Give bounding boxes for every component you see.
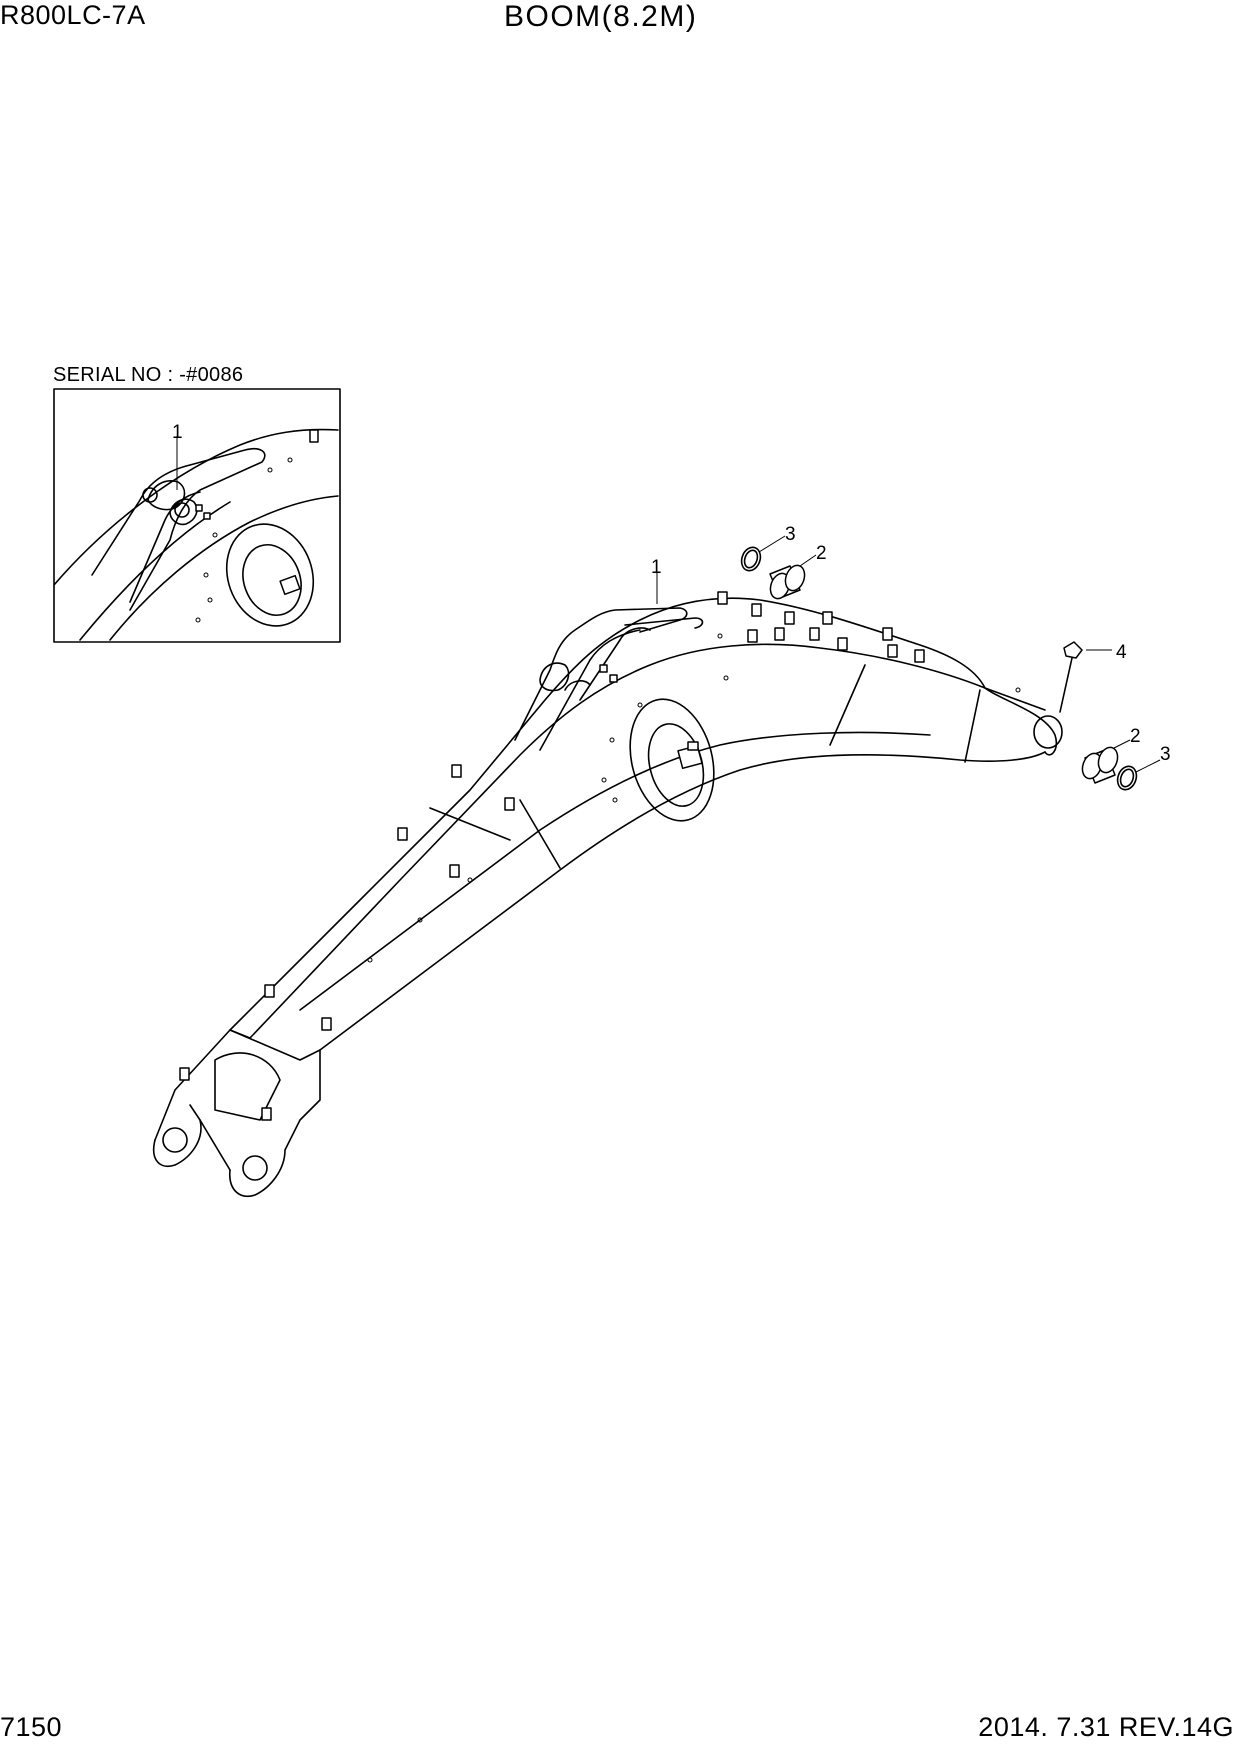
inset-boom-view xyxy=(53,428,339,641)
part-bushing-lower xyxy=(1081,746,1119,784)
boom-bracket xyxy=(514,607,704,751)
callout-2-lower: 2 xyxy=(1113,726,1141,749)
inset-detail: 1 xyxy=(53,388,341,643)
inset-callout-1: 1 xyxy=(172,422,183,490)
boom-assembly xyxy=(153,591,1063,1197)
callout-label: 1 xyxy=(651,557,662,578)
callout-1: 1 xyxy=(651,557,662,604)
part-bushing-upper xyxy=(769,564,806,600)
callout-label: 1 xyxy=(172,422,183,443)
part-grease-nipple xyxy=(1059,641,1083,713)
callout-label: 2 xyxy=(816,543,827,564)
callout-label: 3 xyxy=(785,524,796,545)
boom-top-edge xyxy=(154,597,1046,1141)
serial-number-label: SERIAL NO : -#0086 xyxy=(53,364,244,386)
callout-2-upper: 2 xyxy=(799,543,827,567)
page-number: 7150 xyxy=(0,1712,63,1742)
revision-date: 2014. 7.31 REV.14G xyxy=(978,1712,1234,1742)
callout-label: 4 xyxy=(1116,642,1127,663)
callout-label: 2 xyxy=(1130,726,1141,747)
part-shim-upper xyxy=(740,546,762,572)
boom-foot xyxy=(153,1029,321,1197)
boom-top-bolts xyxy=(179,591,1021,1121)
callout-label: 3 xyxy=(1160,744,1171,765)
callout-3-upper: 3 xyxy=(758,524,796,553)
callout-3-lower: 3 xyxy=(1135,744,1171,773)
boom-end-bore xyxy=(1033,715,1063,749)
part-shim-lower xyxy=(1116,765,1138,791)
page-title: BOOM(8.2M) xyxy=(504,0,698,33)
callout-4: 4 xyxy=(1086,642,1127,663)
model-name: R800LC-7A xyxy=(0,0,146,30)
boom-bottom-edge xyxy=(319,751,1046,1051)
inset-frame xyxy=(53,388,341,643)
cylinder-boss xyxy=(629,698,715,822)
